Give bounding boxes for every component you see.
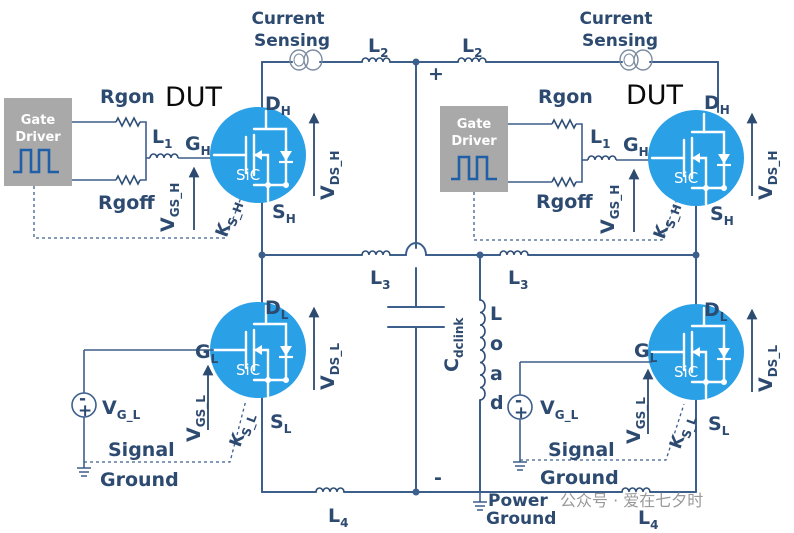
source-minus-right: - [515,391,522,411]
signal-ground-left-line1: Signal [108,439,175,461]
label-vds-h-right: VDS_H [755,151,781,200]
source-minus-left: - [79,389,86,409]
load-letter-4: d [490,392,504,414]
label-l4-left: L4 [328,505,348,530]
label-l2-left: L2 [368,35,388,60]
sic-label-lh: SiC [236,166,260,184]
label-l1-left: L1 [152,126,172,151]
label-vgl-right: VG_L [540,397,579,423]
current-sensing-right-line2: Sensing [582,31,658,51]
label-sl-right: SL [708,413,730,438]
current-sensing-left-line2: Sensing [254,31,330,51]
gate-driver-right-label-2: Driver [451,134,497,149]
inductor-l3-right [499,250,529,256]
sic-label-rl: SiC [674,363,698,381]
label-sl-left: SL [270,411,292,436]
mosfet-right-low [646,302,746,402]
inductor-l4-left [315,487,345,493]
current-sensor-left [289,49,323,71]
label-cdclink: Cdclink [441,317,466,372]
label-vgs-l-left: VGS_L [183,395,209,442]
voltage-arrows [188,112,758,434]
gate-driver-label-1: Gate [21,113,56,128]
rgoff-label-left: Rgoff [98,192,155,214]
label-vgs-h-left: VGS_H [157,183,183,232]
dut-label-left: DUT [165,82,223,113]
inductor-l3-left [361,250,391,256]
label-ks-h-right: KS_H [650,199,686,243]
power-ground-symbol [473,492,487,511]
gate-driver-label-2: Driver [15,130,61,145]
current-sensor-right [619,49,653,71]
label-l3-left: L3 [370,267,390,292]
label-vds-h-left: VDS_H [317,151,343,200]
source-plus-left: + [78,401,92,421]
label-l3-right: L3 [508,267,528,292]
load-letter-3: a [490,363,503,385]
mosfet-left-high [208,105,308,205]
power-ground-line1: Power [488,491,548,511]
rgoff-label-right: Rgoff [536,191,593,213]
wire-crossover [405,242,427,256]
gate-driver-right: Gate Driver [440,106,508,192]
label-vgs-h-right: VGS_H [597,185,623,234]
label-vds-l-left: VDS_L [317,343,343,390]
label-dl-right: DL [704,299,728,324]
junction-dots [258,58,700,496]
label-l2-right: L2 [462,35,482,60]
gate-driver-right-label-1: Gate [457,117,492,132]
label-dl-left: DL [265,297,289,322]
label-sh-right: SH [710,203,734,228]
load-inductor [479,299,486,401]
label-dh-right: DH [704,92,730,117]
sic-label-rh: SiC [674,169,698,187]
gate-wiring-left-h [33,117,244,239]
label-ks-h-left: KS_H [212,197,248,241]
gate-source-right-low [507,361,685,471]
signal-ground-right-line2: Ground [540,467,619,489]
label-plus: + [428,63,444,85]
label-l1-right: L1 [590,126,610,151]
label-vgl-left: VG_L [102,397,141,423]
load-letter-2: o [490,333,503,355]
label-ks-l-left: KS_L [226,409,261,451]
signal-ground-right-line1: Signal [548,439,615,461]
label-sh-left: SH [272,201,296,226]
dut-label-right: DUT [626,80,684,111]
sic-label-ll: SiC [236,361,260,379]
label-gh-right: GH [623,134,649,159]
label-vgs-l-right: VGS_L [623,397,649,444]
source-plus-right: + [514,403,528,423]
gate-source-left-low [71,349,247,477]
current-sensing-right-line1: Current [579,9,652,29]
label-l4-right: L4 [638,507,658,532]
signal-ground-left-line2: Ground [100,469,179,491]
load-letter-1: L [490,303,502,325]
watermark: 公众号 · 爱在七夕时 [560,491,703,510]
power-wiring [261,61,719,493]
rgon-label-left: Rgon [100,86,155,108]
label-dh-left: DH [265,93,291,118]
gate-wiring-right-h [473,119,679,241]
gate-driver-left: Gate Driver [4,98,72,186]
mosfet-left-low [208,300,308,400]
dclink-capacitor [387,306,445,328]
label-gl-right: GL [634,340,658,365]
mosfet-right-high [646,108,746,208]
rgon-label-right: Rgon [538,86,593,108]
label-gh-left: GH [185,133,211,158]
power-ground-line2: Ground [486,509,556,529]
label-gl-left: GL [195,341,219,366]
current-sensing-left-line1: Current [251,9,324,29]
label-vds-l-right: VDS_L [755,345,781,392]
label-minus: - [434,467,442,489]
